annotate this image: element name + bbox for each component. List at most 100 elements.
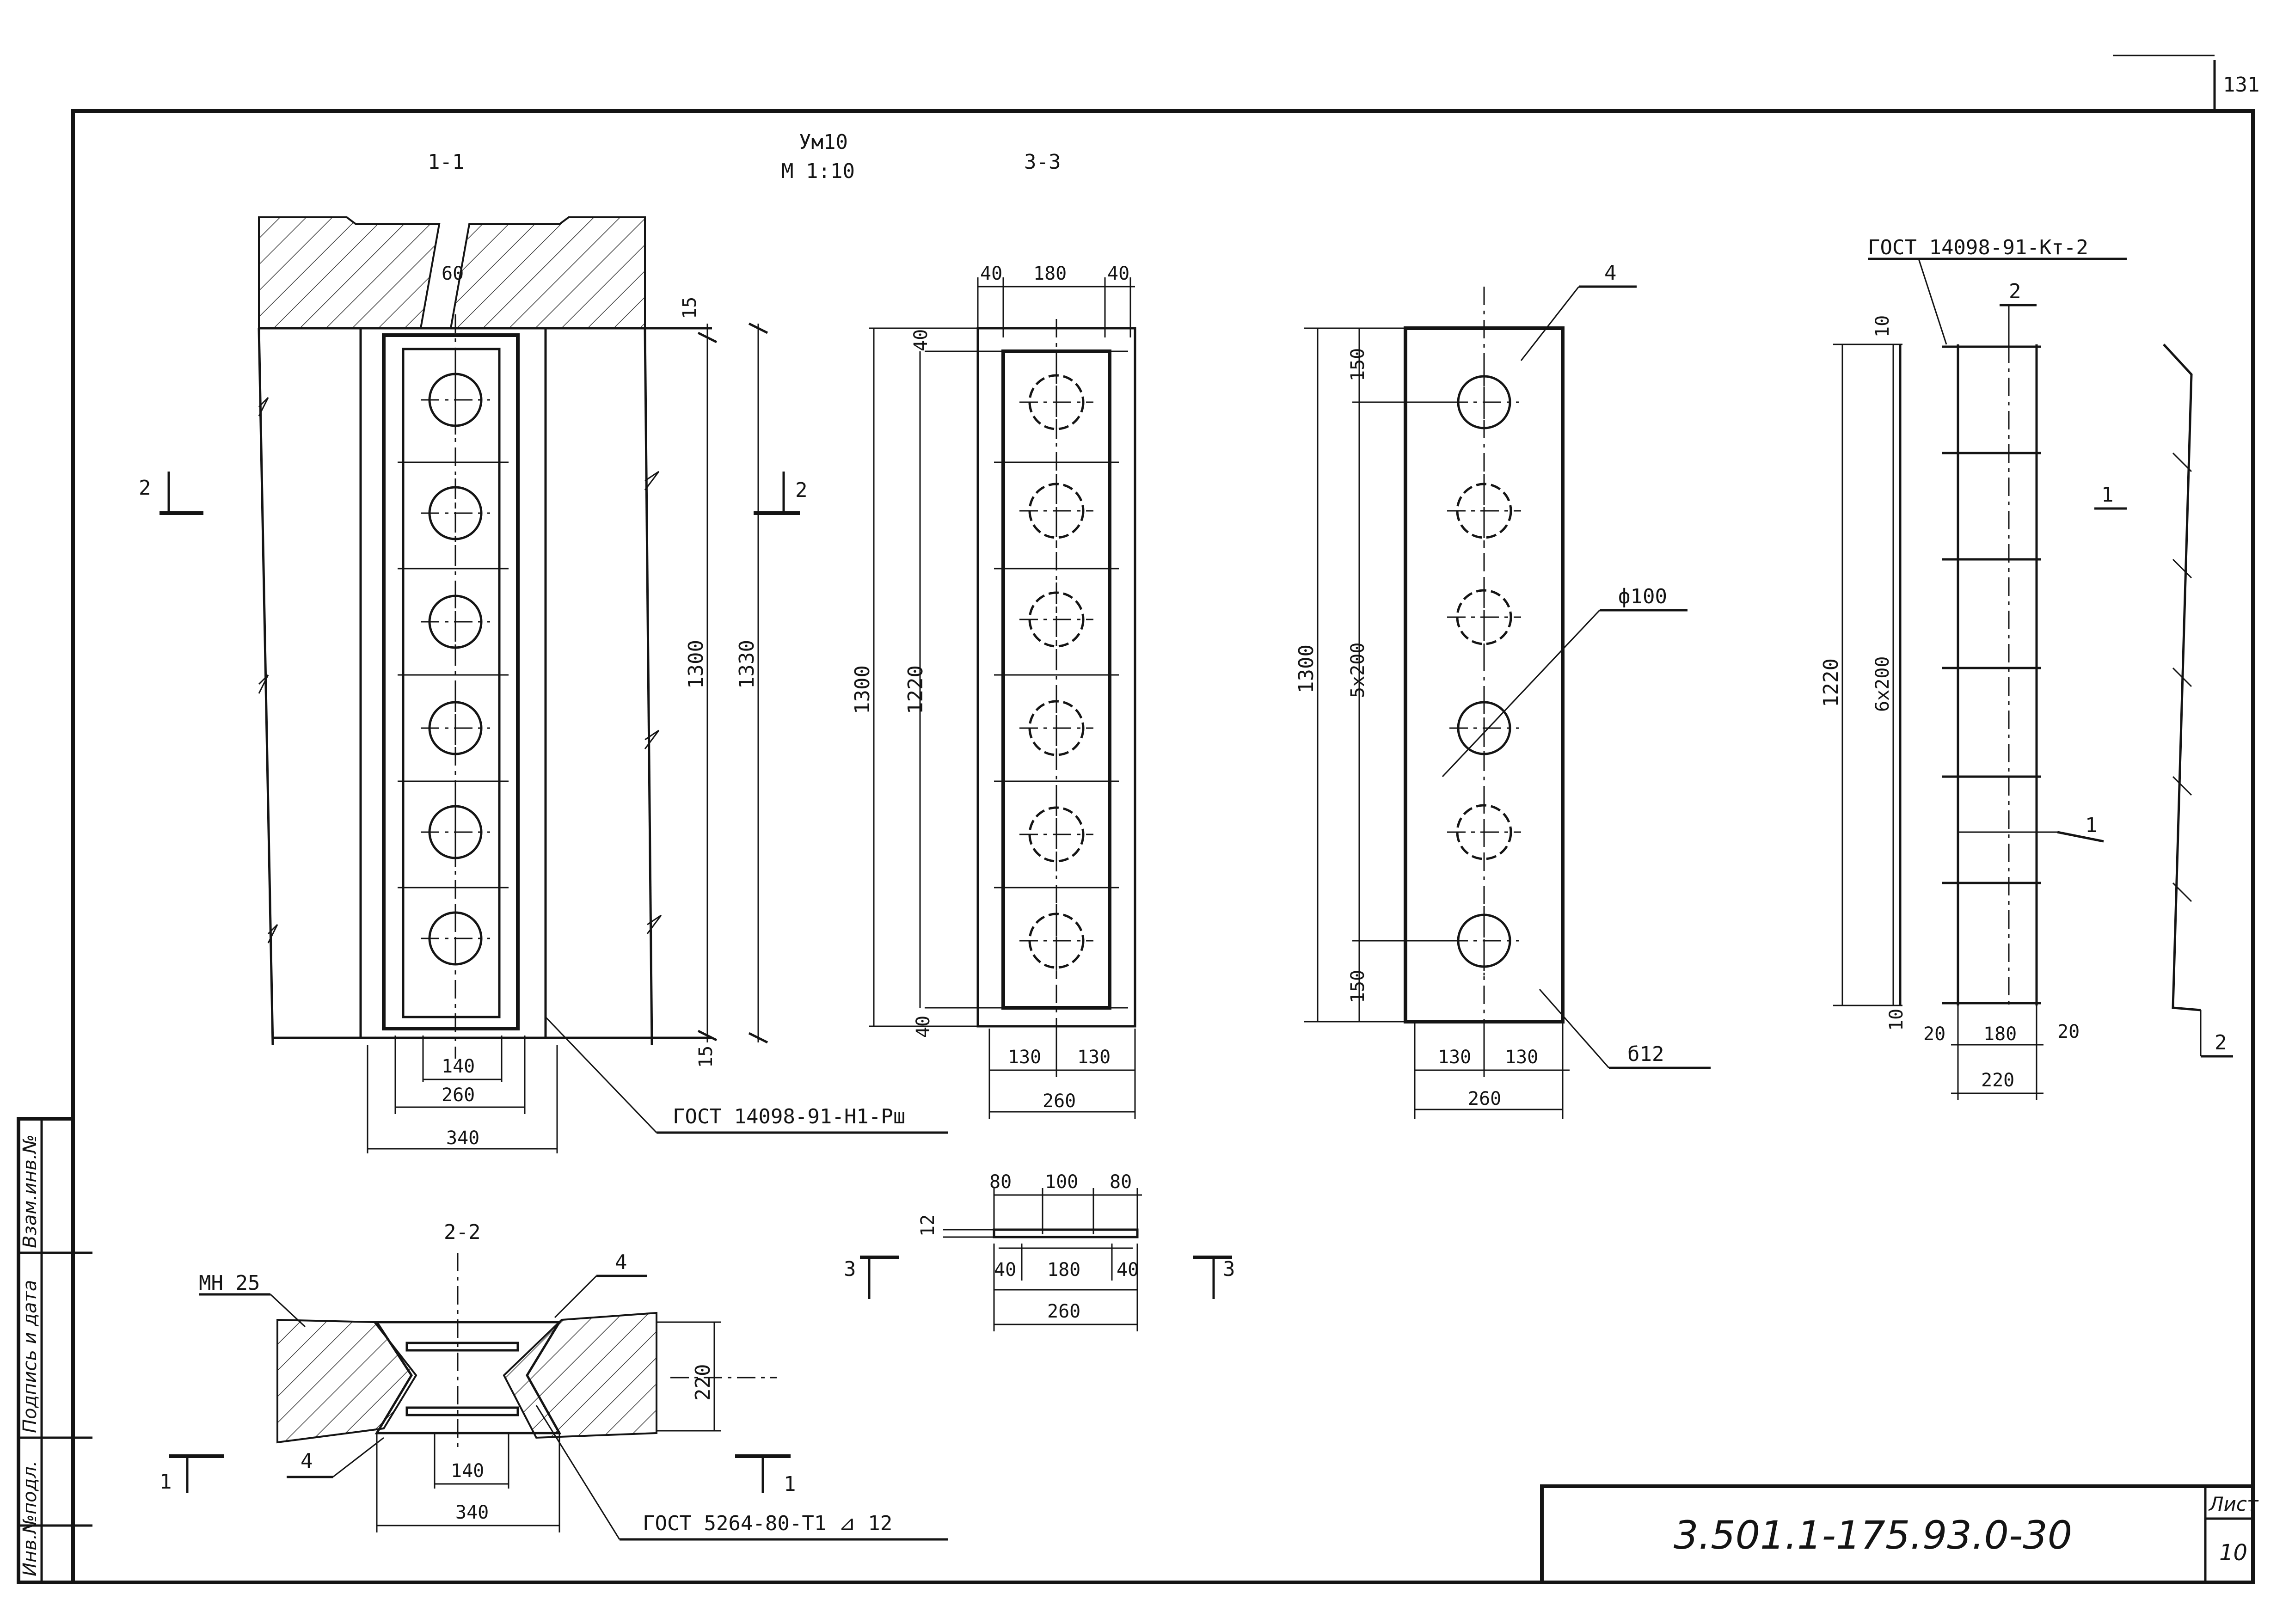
drawing-scale: М 1:10	[781, 159, 855, 183]
hole	[421, 693, 490, 763]
section-3-3-label: 3-3	[1024, 150, 1061, 174]
hole-grid	[994, 461, 1119, 889]
dim-10-bottom: 10	[1886, 1009, 1907, 1031]
dim-40-top: 40	[910, 329, 932, 351]
hole	[421, 365, 490, 435]
dim-10-top: 10	[1872, 315, 1893, 337]
stamp-vzam-inv: Взам.инв.№	[19, 1134, 41, 1248]
dim-40-left: 40	[994, 1259, 1016, 1281]
hole	[1449, 906, 1519, 975]
section-1-1-label: 1-1	[428, 150, 464, 174]
cage-view: ГОСТ 14098-91-Кт-2 2 1 1220 6х	[1819, 236, 2233, 1100]
hole	[421, 797, 490, 867]
slab-left	[276, 1318, 417, 1444]
dim-1220: 1220	[1819, 658, 1843, 707]
dim-260: 260	[1468, 1088, 1501, 1109]
dim-220: 220	[1981, 1070, 2014, 1091]
callout-2-top: 2	[2009, 280, 2021, 303]
hole	[421, 478, 490, 548]
callout-1-mid: 1	[2085, 814, 2098, 837]
cut-mark-2-right: 2	[795, 478, 808, 502]
plate-top	[405, 1342, 519, 1352]
callout-4-top: 4	[615, 1250, 627, 1274]
side-stamp: Инв.№подл. Подпись и дата Взам.инв.№	[17, 1117, 92, 1584]
dim-140: 140	[442, 1056, 475, 1077]
dim-12: 12	[917, 1214, 939, 1237]
dim-150-bottom: 150	[1347, 970, 1368, 1003]
dim-1300: 1300	[851, 665, 874, 714]
dim-5x200: 5х200	[1347, 643, 1368, 698]
cut-mark-3-right: 3	[1223, 1257, 1235, 1281]
dim-340: 340	[455, 1502, 489, 1523]
sheet-frame: 1 3 1	[71, 55, 2259, 1584]
plate-bottom	[405, 1406, 519, 1416]
section-1-1: 1-1 60	[139, 150, 948, 1153]
dim-140: 140	[451, 1460, 484, 1482]
stamp-signature-date: Подпись и дата	[19, 1280, 41, 1433]
sheet-number: 10	[2219, 1540, 2247, 1566]
hole	[421, 587, 490, 656]
cage-bars	[1942, 345, 2041, 1005]
dim-260: 260	[1043, 1091, 1076, 1112]
stamp-inv-podl: Инв.№подл.	[19, 1460, 41, 1576]
title-block: 3.501.1-175.93.0-30 Лист 10	[1540, 1484, 2259, 1584]
dim-130-right: 130	[1505, 1047, 1538, 1068]
dim-150-top: 150	[1347, 348, 1368, 381]
section-2-2-label: 2-2	[444, 1220, 480, 1244]
document-code: 3.501.1-175.93.0-30	[1674, 1513, 2072, 1558]
dim-40-right: 40	[1117, 1259, 1139, 1281]
sheet-label: Лист	[2208, 1493, 2259, 1515]
hole	[1449, 368, 1519, 437]
dim-340: 340	[446, 1128, 479, 1149]
dim-180: 180	[1047, 1259, 1080, 1281]
dim-40-left: 40	[980, 263, 1002, 284]
hole-diameter: ф100	[1618, 585, 1667, 608]
cut-mark-1-left: 1	[160, 1470, 172, 1494]
weld-note-2-2: ГОСТ 5264-80-Т1 ⊿ 12	[643, 1512, 892, 1535]
cut-mark-3-left: 3	[844, 1257, 856, 1281]
dim-1220: 1220	[904, 665, 927, 714]
slab-right	[449, 216, 646, 329]
dim-220: 220	[691, 1364, 715, 1401]
dim-1300: 1300	[684, 640, 708, 689]
plate-section	[993, 1228, 1139, 1238]
dim-100: 100	[1045, 1171, 1078, 1193]
callout-4-bottom: 4	[301, 1449, 313, 1473]
hole-grid	[398, 461, 509, 889]
callout-mn25: МН 25	[199, 1271, 260, 1295]
hole	[1447, 580, 1521, 654]
dim-15-bottom: 15	[695, 1046, 717, 1068]
dim-20-left: 20	[1923, 1023, 1945, 1045]
plate-thickness: б12	[1627, 1042, 1664, 1066]
callout-1-side: 1	[2101, 483, 2114, 507]
dim-130-left: 130	[1438, 1047, 1471, 1068]
dim-1330: 1330	[735, 640, 759, 689]
cut-mark-2-left: 2	[139, 476, 151, 500]
dim-15-top: 15	[679, 297, 700, 319]
hole	[421, 904, 490, 973]
dim-260: 260	[1047, 1301, 1080, 1322]
small-section: 80 100 80 12 40 180 40 260 3 3	[844, 1171, 1235, 1331]
callout-2-side: 2	[2215, 1031, 2227, 1054]
dim-40-bottom: 40	[913, 1016, 934, 1038]
section-3-3: 3-3 40 180 40	[851, 150, 1136, 1119]
drawing-header: Ум10 М 1:10	[781, 130, 855, 183]
dim-20-right: 20	[2057, 1021, 2080, 1042]
dim-40-right: 40	[1107, 263, 1129, 284]
dim-80-right: 80	[1110, 1171, 1132, 1193]
dim-260: 260	[442, 1085, 475, 1106]
weld-note-cage: ГОСТ 14098-91-Кт-2	[1868, 236, 2088, 259]
callout-4: 4	[1604, 261, 1617, 285]
dim-180: 180	[1983, 1023, 2017, 1045]
dim-130-left: 130	[1008, 1047, 1041, 1068]
item-designation: Ум10	[799, 130, 848, 154]
dim-180: 180	[1033, 263, 1067, 284]
plate-view: 4 1300 150 5х200 150 ф100 б12 130 130 26…	[1295, 261, 1711, 1119]
dim-60: 60	[442, 263, 464, 284]
hole	[1449, 693, 1519, 763]
page-number: 131	[2223, 73, 2259, 97]
section-2-2: 2-2 МН 25 4 4 220 140 340 1	[160, 1220, 948, 1541]
plate-frame	[382, 333, 520, 1030]
dim-1300: 1300	[1295, 644, 1318, 693]
